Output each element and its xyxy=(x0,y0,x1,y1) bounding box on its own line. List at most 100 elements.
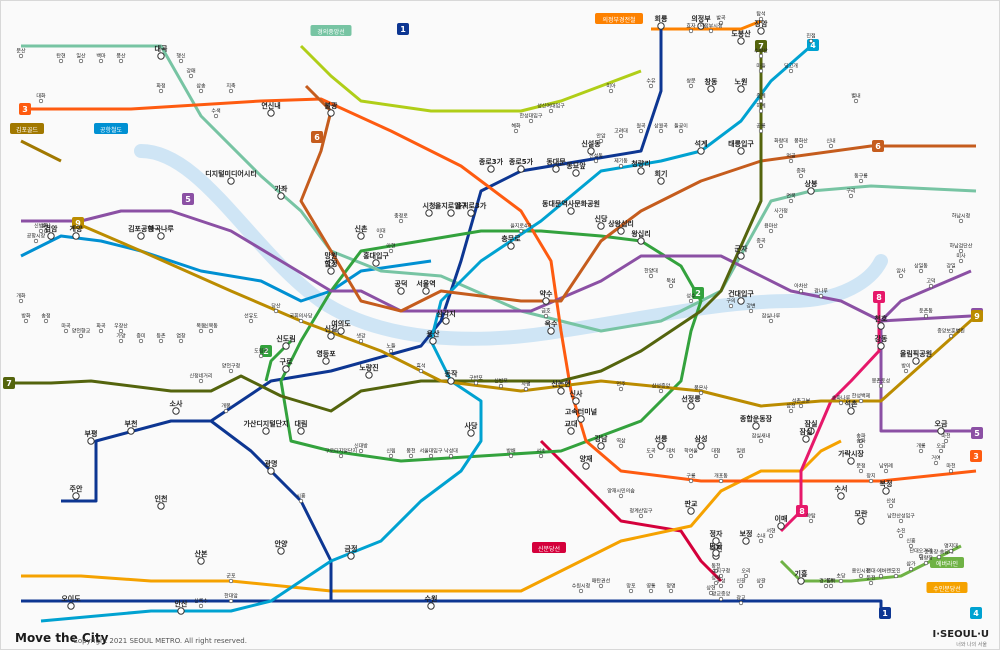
station-gangil[interactable]: 강일 xyxy=(946,263,956,274)
station-anyang[interactable]: 안양 xyxy=(275,539,288,555)
station-daelim[interactable]: 대림 xyxy=(295,419,308,435)
station-sosa[interactable]: 소사 xyxy=(170,399,183,415)
station-seocho[interactable]: 서초 xyxy=(536,448,546,459)
station-ori[interactable]: 오리 xyxy=(741,568,751,579)
station-bupyeong[interactable]: 부평 xyxy=(85,429,98,445)
line-tag-yongin[interactable]: 에버라인 xyxy=(930,557,964,568)
station-gunpo[interactable]: 군포 xyxy=(226,574,236,584)
line-tag-shinbundang[interactable]: 신분당선 xyxy=(532,542,566,553)
station-gonghang[interactable]: 공항시장 xyxy=(27,233,46,244)
station-incheon[interactable]: 인천 xyxy=(155,494,168,510)
station-dongdaemun[interactable]: 동대문 xyxy=(546,157,566,173)
station-konkuk-univ[interactable]: 건대입구 xyxy=(728,289,754,305)
station-euljiro4ga[interactable]: 을지로4가 xyxy=(510,223,532,234)
station-sinsa[interactable]: 신사 xyxy=(570,389,583,405)
station-hanyang[interactable]: 한양대 xyxy=(644,268,658,279)
station-gangdong[interactable]: 강동 xyxy=(875,334,888,350)
station-danggogae[interactable]: 당고개 xyxy=(784,63,798,74)
station-munjeong[interactable]: 문정 xyxy=(856,463,866,474)
station-gangnam[interactable]: 강남 xyxy=(595,434,608,450)
station-dongbaek[interactable]: 동백 xyxy=(826,578,836,589)
station-dmc[interactable]: 디지털미디어시티 xyxy=(205,169,257,185)
line-1-badge-bottom[interactable]: 1 xyxy=(879,607,891,619)
station-daecheong[interactable]: 대청 xyxy=(711,448,721,459)
line-tag-suin_bundang[interactable]: 수인분당선 xyxy=(926,582,968,593)
station-hanam-city[interactable]: 하남시청 xyxy=(952,213,970,224)
line-tag-gimpo[interactable]: 김포골드 xyxy=(10,123,44,134)
station-balsan[interactable]: 발산 xyxy=(41,223,51,234)
station-jungang-bohun[interactable]: 중앙보훈병원 xyxy=(937,328,965,339)
station-yongmasan[interactable]: 용마산 xyxy=(764,223,778,234)
station-samseong[interactable]: 삼성 xyxy=(695,434,708,450)
station-imae[interactable]: 이매 xyxy=(775,514,788,530)
station-uijeongbu-city[interactable]: 의정부시청 xyxy=(699,23,723,34)
line-9-badge-west[interactable]: 9 xyxy=(72,217,84,229)
station-everland[interactable]: 전대·에버랜드 xyxy=(866,568,896,579)
station-gimpo-airport[interactable]: 김포공항 xyxy=(128,224,154,240)
station-gangmae[interactable]: 강매 xyxy=(186,68,196,79)
station-myeonmok[interactable]: 면목 xyxy=(786,193,796,204)
station-saetgang[interactable]: 샛강 xyxy=(356,333,366,344)
station-jeongja[interactable]: 정자 xyxy=(710,529,723,545)
station-banghwa[interactable]: 방화 xyxy=(21,313,31,324)
station-geoyeo[interactable]: 거여 xyxy=(931,455,941,466)
line-3-badge-east[interactable]: 3 xyxy=(970,450,982,462)
station-cheonggyesan[interactable]: 청계산입구 xyxy=(629,508,653,519)
station-seohyeon[interactable]: 서현 xyxy=(766,528,776,539)
station-byeollae[interactable]: 별내 xyxy=(851,93,861,104)
station-hanam[interactable]: 하남검단산 xyxy=(949,243,973,254)
station-jangam[interactable]: 장암 xyxy=(755,19,768,35)
station-macheon[interactable]: 마천 xyxy=(941,433,951,444)
station-mangwon[interactable]: 망원 xyxy=(325,251,338,267)
station-gukhoe[interactable]: 국회의사당 xyxy=(289,313,313,324)
station-junghwa[interactable]: 중화 xyxy=(796,169,806,179)
station-jamsil-2[interactable]: 잠실 xyxy=(800,427,813,443)
station-wangsimni[interactable]: 왕십리 xyxy=(631,229,651,245)
station-chungjeongno[interactable]: 충정로 xyxy=(394,213,408,224)
station-hakyeoul[interactable]: 학여울 xyxy=(684,448,698,459)
station-hapjeong[interactable]: 합정 xyxy=(325,259,338,275)
station-gunja[interactable]: 군자 xyxy=(735,244,748,260)
station-bangi[interactable]: 방이 xyxy=(901,363,911,374)
station-dangsan[interactable]: 당산 xyxy=(271,303,281,314)
station-euljiro3ga[interactable]: 을지로3가 xyxy=(456,201,487,217)
station-sindorim[interactable]: 신도림 xyxy=(276,334,296,350)
station-singil[interactable]: 신길 xyxy=(325,324,338,340)
station-choedang[interactable]: 초당 xyxy=(836,573,846,584)
station-seokchon-gobun[interactable]: 석촌고분 xyxy=(792,398,811,409)
station-mongchon[interactable]: 몽촌토성 xyxy=(872,378,890,389)
station-ogeum-2[interactable]: 오금 xyxy=(936,444,946,454)
station-singal[interactable]: 신갈 xyxy=(736,578,746,589)
station-oksu[interactable]: 옥수 xyxy=(545,319,558,335)
station-wolgok[interactable]: 월곡 xyxy=(636,123,646,134)
station-hoegi[interactable]: 회기 xyxy=(655,169,668,185)
station-jangji[interactable]: 장지 xyxy=(866,473,876,484)
station-seonyudo[interactable]: 선유도 xyxy=(244,313,258,324)
station-yangcheon[interactable]: 양천향교 xyxy=(72,328,91,339)
station-sindaebang[interactable]: 신대방 xyxy=(354,443,368,454)
station-jegi[interactable]: 제기동 xyxy=(614,158,628,169)
station-jongbap[interactable]: 종합운동장 xyxy=(740,414,773,430)
station-eonju[interactable]: 언주 xyxy=(616,381,626,392)
line-6-badge-east[interactable]: 6 xyxy=(872,140,884,152)
station-hanyang-univ-erica[interactable]: 한대앞 xyxy=(224,593,238,604)
line-7-badge-west[interactable]: 7 xyxy=(3,377,15,389)
station-daehwa[interactable]: 대화 xyxy=(36,93,46,104)
station-seongseo[interactable]: 삼가 xyxy=(906,561,916,572)
station-nodeul[interactable]: 노들 xyxy=(386,344,396,354)
station-magongnaru[interactable]: 마곡나루 xyxy=(148,224,174,240)
station-euljiro1ga[interactable]: 을지로입구 xyxy=(435,201,468,217)
station-pangyo[interactable]: 판교 xyxy=(685,499,698,515)
station-yaksu[interactable]: 약수 xyxy=(540,289,553,305)
station-heukseok[interactable]: 흑석 xyxy=(416,363,426,374)
station-sinjeongnegeori[interactable]: 신정네거리 xyxy=(189,373,213,384)
station-bonghwasan[interactable]: 봉화산 xyxy=(794,138,808,149)
station-tapseok[interactable]: 탑석 xyxy=(756,11,766,22)
station-guui[interactable]: 구의 xyxy=(726,298,736,309)
station-yeoksam[interactable]: 역삼 xyxy=(616,438,626,449)
line-1-badge-top[interactable]: 1 xyxy=(397,23,409,35)
station-guro-digital[interactable]: 구로디지털단지 xyxy=(325,448,357,459)
station-dongjak[interactable]: 동작 xyxy=(445,369,458,385)
station-junggok[interactable]: 중곡 xyxy=(756,239,766,249)
station-dongdaemun-history[interactable]: 동대문역사문화공원 xyxy=(542,199,600,215)
